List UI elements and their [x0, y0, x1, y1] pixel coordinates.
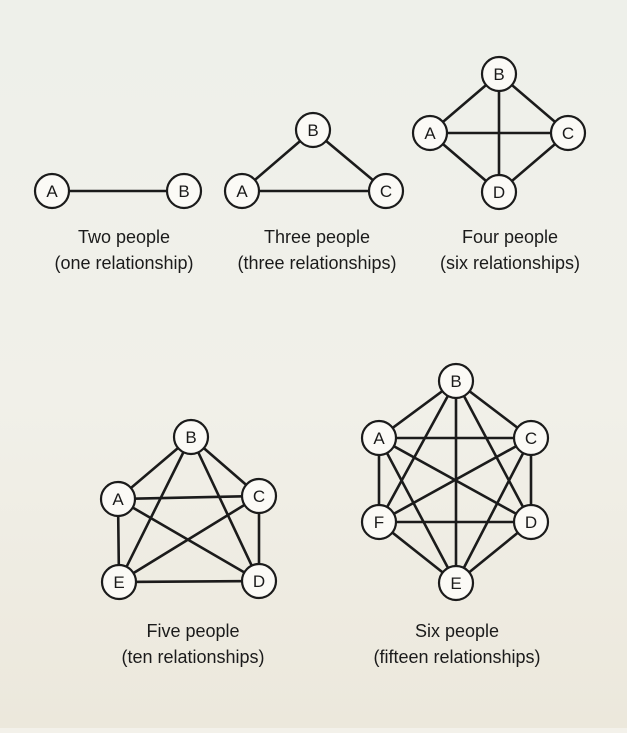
- node-five-people-d: D: [240, 562, 278, 600]
- node-label: B: [178, 182, 189, 201]
- node-five-people-c: C: [240, 477, 278, 515]
- node-three-people-b: B: [294, 111, 332, 149]
- edge-six-people-b-d: [454, 379, 533, 524]
- node-three-people-c: C: [367, 172, 405, 210]
- node-circle: [223, 172, 261, 210]
- node-six-people-f: F: [360, 503, 398, 541]
- node-label: E: [450, 574, 461, 593]
- node-label: C: [525, 429, 537, 448]
- node-circle: [549, 114, 587, 152]
- edge-six-people-b-f: [377, 379, 458, 524]
- node-circle: [33, 172, 71, 210]
- node-circle: [240, 562, 278, 600]
- node-circle: [367, 172, 405, 210]
- node-label: C: [253, 487, 265, 506]
- node-circle: [480, 173, 518, 211]
- caption-five-people-line2: (ten relationships): [121, 647, 264, 667]
- node-six-people-e: E: [437, 564, 475, 602]
- node-circle: [512, 419, 550, 457]
- node-label: A: [373, 429, 385, 448]
- node-label: D: [493, 183, 505, 202]
- caption-two-people-line1: Two people: [78, 227, 170, 247]
- node-circle: [480, 55, 518, 93]
- node-four-people-d: D: [480, 173, 518, 211]
- node-label: B: [185, 428, 196, 447]
- node-circle: [360, 503, 398, 541]
- node-four-people-c: C: [549, 114, 587, 152]
- node-label: D: [253, 572, 265, 591]
- node-four-people-a: A: [411, 114, 449, 152]
- node-label: B: [450, 372, 461, 391]
- node-six-people-a: A: [360, 419, 398, 457]
- caption-six-people-line1: Six people: [415, 621, 499, 641]
- caption-six-people-line2: (fifteen relationships): [373, 647, 540, 667]
- node-circle: [99, 480, 137, 518]
- node-label: A: [236, 182, 248, 201]
- node-five-people-e: E: [100, 563, 138, 601]
- edge-five-people-a-c: [116, 494, 261, 501]
- caption-three-people-line2: (three relationships): [237, 253, 396, 273]
- edge-six-people-c-e: [454, 436, 533, 585]
- node-circle: [165, 172, 203, 210]
- node-label: A: [424, 124, 436, 143]
- edge-five-people-c-e: [117, 494, 261, 584]
- caption-four-people-line2: (six relationships): [440, 253, 580, 273]
- edge-six-people-c-f: [377, 436, 533, 524]
- node-label: A: [46, 182, 58, 201]
- node-two-people-a: A: [33, 172, 71, 210]
- node-label: B: [307, 121, 318, 140]
- node-circle: [172, 418, 210, 456]
- node-circle: [294, 111, 332, 149]
- node-label: C: [380, 182, 392, 201]
- node-label: C: [562, 124, 574, 143]
- node-six-people-c: C: [512, 419, 550, 457]
- node-circle: [411, 114, 449, 152]
- caption-four-people-line1: Four people: [462, 227, 558, 247]
- edge-five-people-b-e: [117, 435, 193, 584]
- node-two-people-b: B: [165, 172, 203, 210]
- node-six-people-d: D: [512, 503, 550, 541]
- node-label: E: [113, 573, 124, 592]
- diagram-three-people: A B C Three people (three relationships): [223, 111, 405, 273]
- node-three-people-a: A: [223, 172, 261, 210]
- edge-five-people-d-e: [117, 579, 261, 584]
- node-circle: [360, 419, 398, 457]
- node-circle: [512, 503, 550, 541]
- diagram-four-people: A B C D Four people (six relationships): [411, 55, 587, 273]
- node-circle: [437, 564, 475, 602]
- node-label: B: [493, 65, 504, 84]
- node-label: F: [374, 513, 384, 532]
- diagram-two-people: A B Two people (one relationship): [33, 172, 203, 273]
- node-circle: [240, 477, 278, 515]
- node-five-people-a: A: [99, 480, 137, 518]
- diagram-six-people: A B C D E F Six people (fifteen relationships…: [360, 362, 550, 667]
- node-label: D: [525, 513, 537, 532]
- edge-five-people-b-d: [189, 435, 261, 583]
- node-six-people-b: B: [437, 362, 475, 400]
- node-circle: [100, 563, 138, 601]
- node-label: A: [112, 490, 124, 509]
- node-four-people-b: B: [480, 55, 518, 93]
- diagram-five-people: A B C D E Five people (ten relationships): [99, 418, 278, 667]
- caption-five-people-line1: Five people: [146, 621, 239, 641]
- node-circle: [437, 362, 475, 400]
- node-five-people-b: B: [172, 418, 210, 456]
- caption-two-people-line2: (one relationship): [54, 253, 193, 273]
- edge-six-people-a-e: [377, 436, 458, 585]
- caption-three-people-line1: Three people: [264, 227, 370, 247]
